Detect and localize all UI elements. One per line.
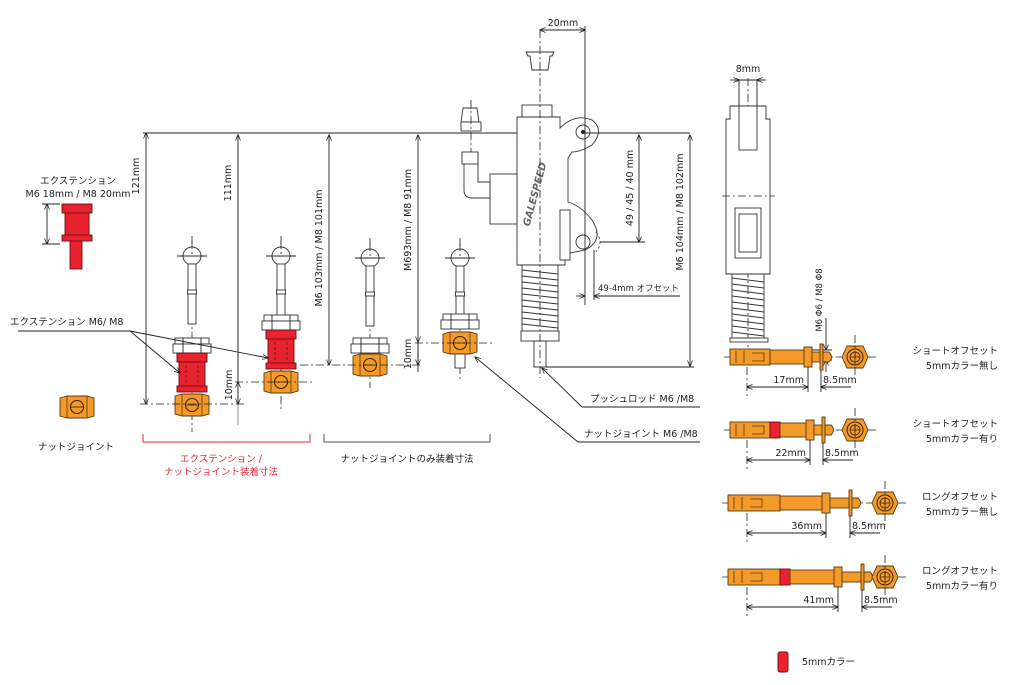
extension-callout-label: エクステンション M6/ M8	[10, 317, 123, 328]
variant-title: ショートオフセット	[912, 419, 998, 430]
dim-offset-label: 22mm	[775, 448, 806, 459]
variant-title: ロングオフセット	[922, 491, 998, 503]
variant-subtitle: 5mmカラー有り	[926, 433, 998, 445]
dim-8-5-label: 8.5mm	[825, 448, 859, 459]
dim-121-label: 121mm	[131, 158, 142, 195]
extension-part: エクステンション M6 18mm / M8 20mm	[26, 176, 131, 270]
legend-label: 5mmカラー	[802, 657, 855, 668]
offset-variant-row: 41mm 8.5mm ロングオフセット 5mmカラー有り	[722, 555, 998, 617]
middle-bracket-label: ナットジョイントのみ装着寸法	[340, 453, 473, 465]
dim-20mm-label: 20mm	[548, 18, 579, 29]
left-group: 121mm 111mm 10mm エクステンション M6/ M8 エクステンショ…	[10, 133, 315, 478]
variant-subtitle: 5mmカラー無し	[926, 360, 998, 372]
dim-mount-label: 49 / 45 / 40 mm	[625, 150, 636, 226]
dim-offset-label: 41mm	[803, 595, 834, 606]
dim-10-label-middle: 10mm	[403, 339, 414, 370]
nut-joint-callout-label: ナットジョイント M6 /M8	[584, 429, 698, 440]
dim-8-5-label: 8.5mm	[852, 521, 886, 532]
dim-8-5-label: 8.5mm	[864, 595, 898, 606]
nut-joint-title: ナットジョイント	[38, 442, 114, 453]
dim-middle-b-label: M693mm / M8 91mm	[403, 169, 414, 271]
left-bracket-label-2: ナットジョイント装着寸法	[164, 466, 278, 478]
variant-title: ロングオフセット	[922, 565, 998, 577]
nut-joint-part: ナットジョイント	[38, 395, 114, 453]
dim-offset-label: 36mm	[791, 521, 822, 532]
dim-8mm-label: 8mm	[736, 64, 761, 75]
middle-bracket	[323, 434, 491, 443]
legend-collar-swatch	[777, 651, 789, 673]
left-bracket	[142, 434, 311, 443]
offset-variant-row: 17mm 8.5mm ショートオフセット 5mmカラー無し	[724, 335, 998, 397]
offset-variant-row: 36mm 8.5mm ロングオフセット 5mmカラー無し	[722, 481, 998, 543]
dim-8-5-label: 8.5mm	[823, 375, 857, 386]
dim-dia-label: M6 Φ6 / M8 Φ8	[815, 268, 825, 331]
offset-variants: 17mm 8.5mm ショートオフセット 5mmカラー無し 22mm 8.5mm ショートオ…	[722, 335, 998, 617]
extension-part-title: エクステンション	[40, 176, 116, 187]
extension-part-size: M6 18mm / M8 20mm	[26, 189, 131, 200]
pushrod-label: プッシュロッド M6 /M8	[590, 394, 694, 405]
dim-111-label: 111mm	[223, 165, 234, 202]
side-view: 8mm M6 Φ6 / M8 Φ8	[722, 64, 832, 372]
master-cylinder: GALESPEED 20mm 49 / 45 / 40 mm M6 104mm …	[460, 18, 700, 443]
legend: 5mmカラー	[777, 651, 855, 673]
left-bracket-label-1: エクステンション /	[180, 454, 263, 465]
variant-title: ショートオフセット	[912, 346, 998, 357]
dim-10-label-left: 10mm	[224, 370, 235, 401]
collar-5mm	[769, 421, 781, 439]
collar-5mm	[779, 568, 791, 586]
variant-subtitle: 5mmカラー有り	[926, 580, 998, 592]
middle-group: M6 103mm / M8 101mm M693mm / M8 91mm 10m…	[300, 135, 492, 465]
variant-subtitle: 5mmカラー無し	[926, 506, 998, 518]
dim-middle-a-label: M6 103mm / M8 101mm	[314, 189, 325, 306]
dim-offset-label: 17mm	[773, 375, 804, 386]
dim-total-label: M6 104mm / M8 102mm	[675, 153, 686, 270]
offset-label: 49-4mm オフセット	[598, 284, 679, 294]
offset-variant-row: 22mm 8.5mm ショートオフセット 5mmカラー有り	[724, 408, 998, 470]
